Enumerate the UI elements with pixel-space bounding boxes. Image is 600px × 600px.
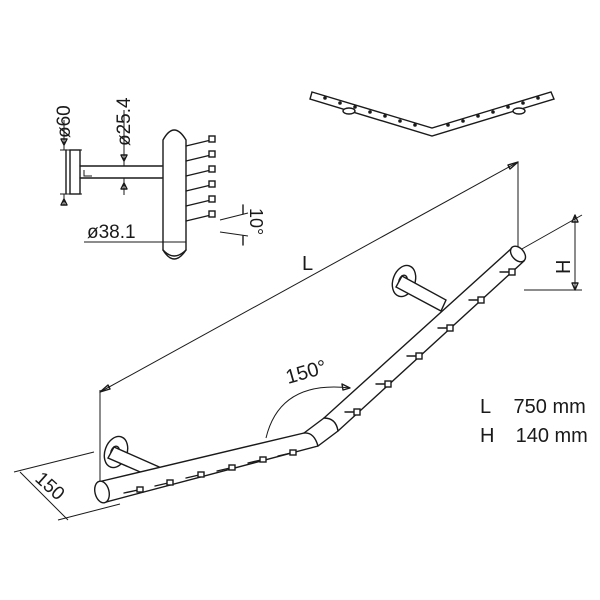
detail-rail-tube xyxy=(162,129,187,260)
detail-post-mark xyxy=(83,170,92,177)
detail-post xyxy=(79,165,163,179)
detail-view: ø60 ø25.4 ø38.1 10° xyxy=(54,97,266,260)
spec-length: L 750 mm xyxy=(480,396,586,419)
label-offset: 150 xyxy=(31,468,69,505)
top-view-bracket-right xyxy=(512,107,526,115)
dim-height-arrows xyxy=(571,214,579,291)
label-pin-angle: 10° xyxy=(246,208,266,235)
spec-height-value: 140 mm xyxy=(515,425,588,447)
dim-post-arrows xyxy=(120,154,128,190)
label-bend-angle: 150° xyxy=(283,356,329,389)
spec-length-key: L xyxy=(480,396,491,418)
rail-end-right xyxy=(509,245,527,263)
top-view xyxy=(309,91,555,137)
dim-flange-arrows xyxy=(60,138,68,206)
label-length: L xyxy=(302,253,313,275)
dim-bend-arc xyxy=(265,386,351,439)
detail-wall-plate xyxy=(69,149,81,195)
main-pins-lower xyxy=(123,449,297,494)
label-rail-diameter: ø38.1 xyxy=(87,222,136,243)
bracket-right-post xyxy=(395,275,447,312)
rail-end-left xyxy=(94,480,110,504)
dim-bend-arrow xyxy=(341,383,351,391)
detail-rail-bottom xyxy=(162,249,187,257)
dim-angle-lines xyxy=(219,212,249,237)
dim-height-extensions xyxy=(519,214,583,291)
dim-offset-lines xyxy=(13,451,121,521)
main-pins-upper xyxy=(344,268,516,416)
rail-bend-joint xyxy=(303,417,339,447)
spec-height: H 140 mm xyxy=(480,425,588,448)
label-height: H xyxy=(553,260,575,274)
top-view-rail xyxy=(309,91,555,137)
dim-length-arrows xyxy=(99,161,519,393)
spec-height-key: H xyxy=(480,425,495,447)
dim-length-line xyxy=(99,161,519,393)
top-view-bracket-left xyxy=(342,107,356,115)
label-post-diameter: ø25.4 xyxy=(114,97,135,146)
main-view: L H 150 xyxy=(13,161,583,521)
dim-flange-lines xyxy=(60,120,82,205)
detail-pins xyxy=(185,135,216,222)
spec-length-value: 750 mm xyxy=(513,396,586,418)
top-view-pins xyxy=(323,96,540,127)
label-flange-diameter: ø60 xyxy=(54,105,75,138)
